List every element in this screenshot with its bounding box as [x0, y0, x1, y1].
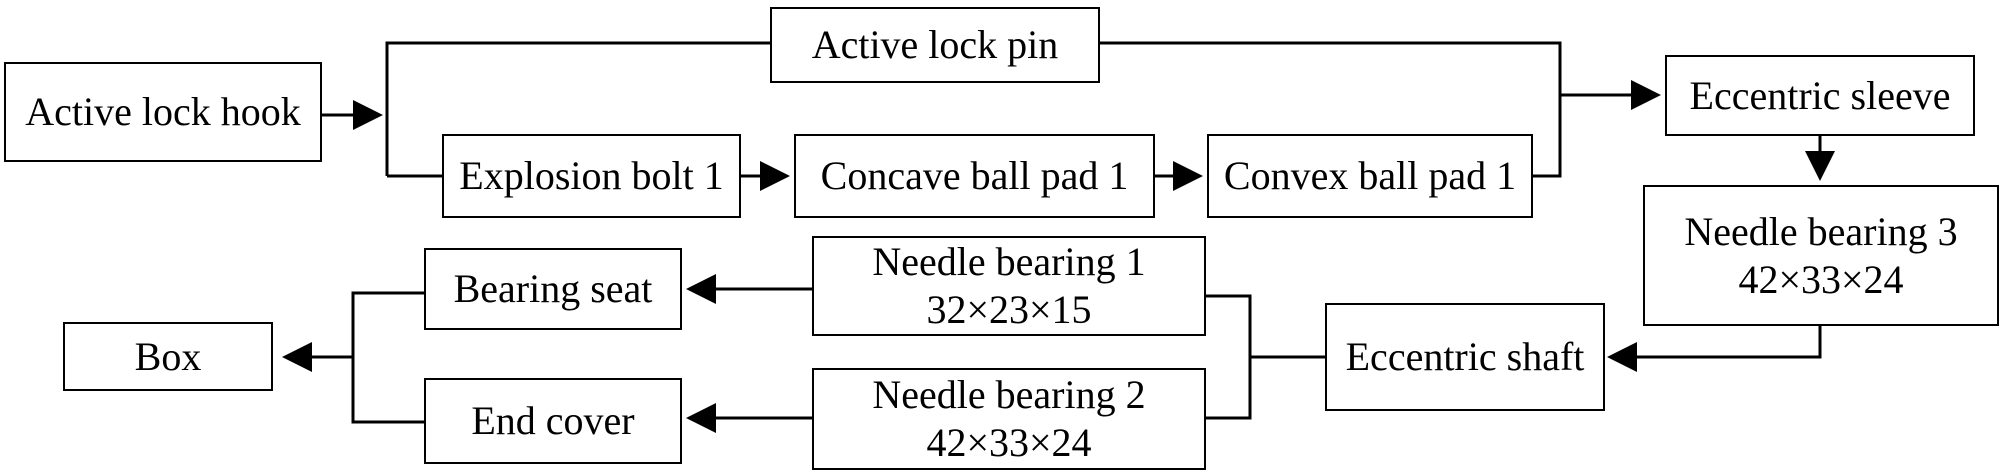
node-dimensions: 42×33×24 [926, 420, 1092, 465]
node-eccentric-shaft: Eccentric shaft [1325, 303, 1605, 411]
node-label: Eccentric sleeve [1689, 72, 1951, 118]
node-label: Explosion bolt 1 [459, 153, 724, 198]
node-label: Convex ball pad 1 [1223, 153, 1517, 198]
node-label: Bearing seat [453, 266, 653, 311]
node-end-cover: End cover [424, 378, 682, 464]
node-dimensions: 42×33×24 [1738, 256, 1904, 302]
node-needle-bearing-3: Needle bearing 3 42×33×24 [1643, 185, 1999, 326]
node-label: Box [134, 333, 202, 379]
node-box: Box [63, 322, 273, 391]
node-label: Needle bearing 2 [872, 372, 1146, 417]
node-label: Active lock hook [25, 89, 301, 134]
connector-lock-pin-to-join [1100, 41, 1562, 95]
node-explosion-bolt-1: Explosion bolt 1 [442, 134, 741, 218]
connector-convex-pad-to-join [1533, 95, 1562, 178]
node-label: End cover [471, 398, 635, 443]
node-convex-ball-pad-1: Convex ball pad 1 [1207, 134, 1533, 218]
connector-bearing-seat-to-merge [351, 291, 424, 424]
node-bearing-seat: Bearing seat [424, 248, 682, 330]
node-concave-ball-pad-1: Concave ball pad 1 [794, 134, 1155, 218]
connector-split-to-lock-pin [385, 41, 770, 176]
node-dimensions: 32×23×15 [926, 287, 1092, 332]
node-label: Eccentric shaft [1345, 334, 1585, 379]
node-label: Needle bearing 1 [872, 239, 1146, 284]
node-eccentric-sleeve: Eccentric sleeve [1665, 55, 1975, 136]
node-active-lock-pin: Active lock pin [770, 7, 1100, 83]
connector-needle-bearing-3-to-shaft [1607, 326, 1822, 372]
node-needle-bearing-2: Needle bearing 2 42×33×24 [812, 368, 1206, 470]
node-label: Concave ball pad 1 [820, 153, 1129, 198]
connector-fork-to-needle-bearing-1 [1206, 294, 1252, 420]
node-label: Needle bearing 3 [1684, 208, 1958, 254]
node-active-lock-hook: Active lock hook [4, 62, 322, 162]
node-needle-bearing-1: Needle bearing 1 32×23×15 [812, 236, 1206, 336]
node-label: Active lock pin [811, 22, 1059, 67]
